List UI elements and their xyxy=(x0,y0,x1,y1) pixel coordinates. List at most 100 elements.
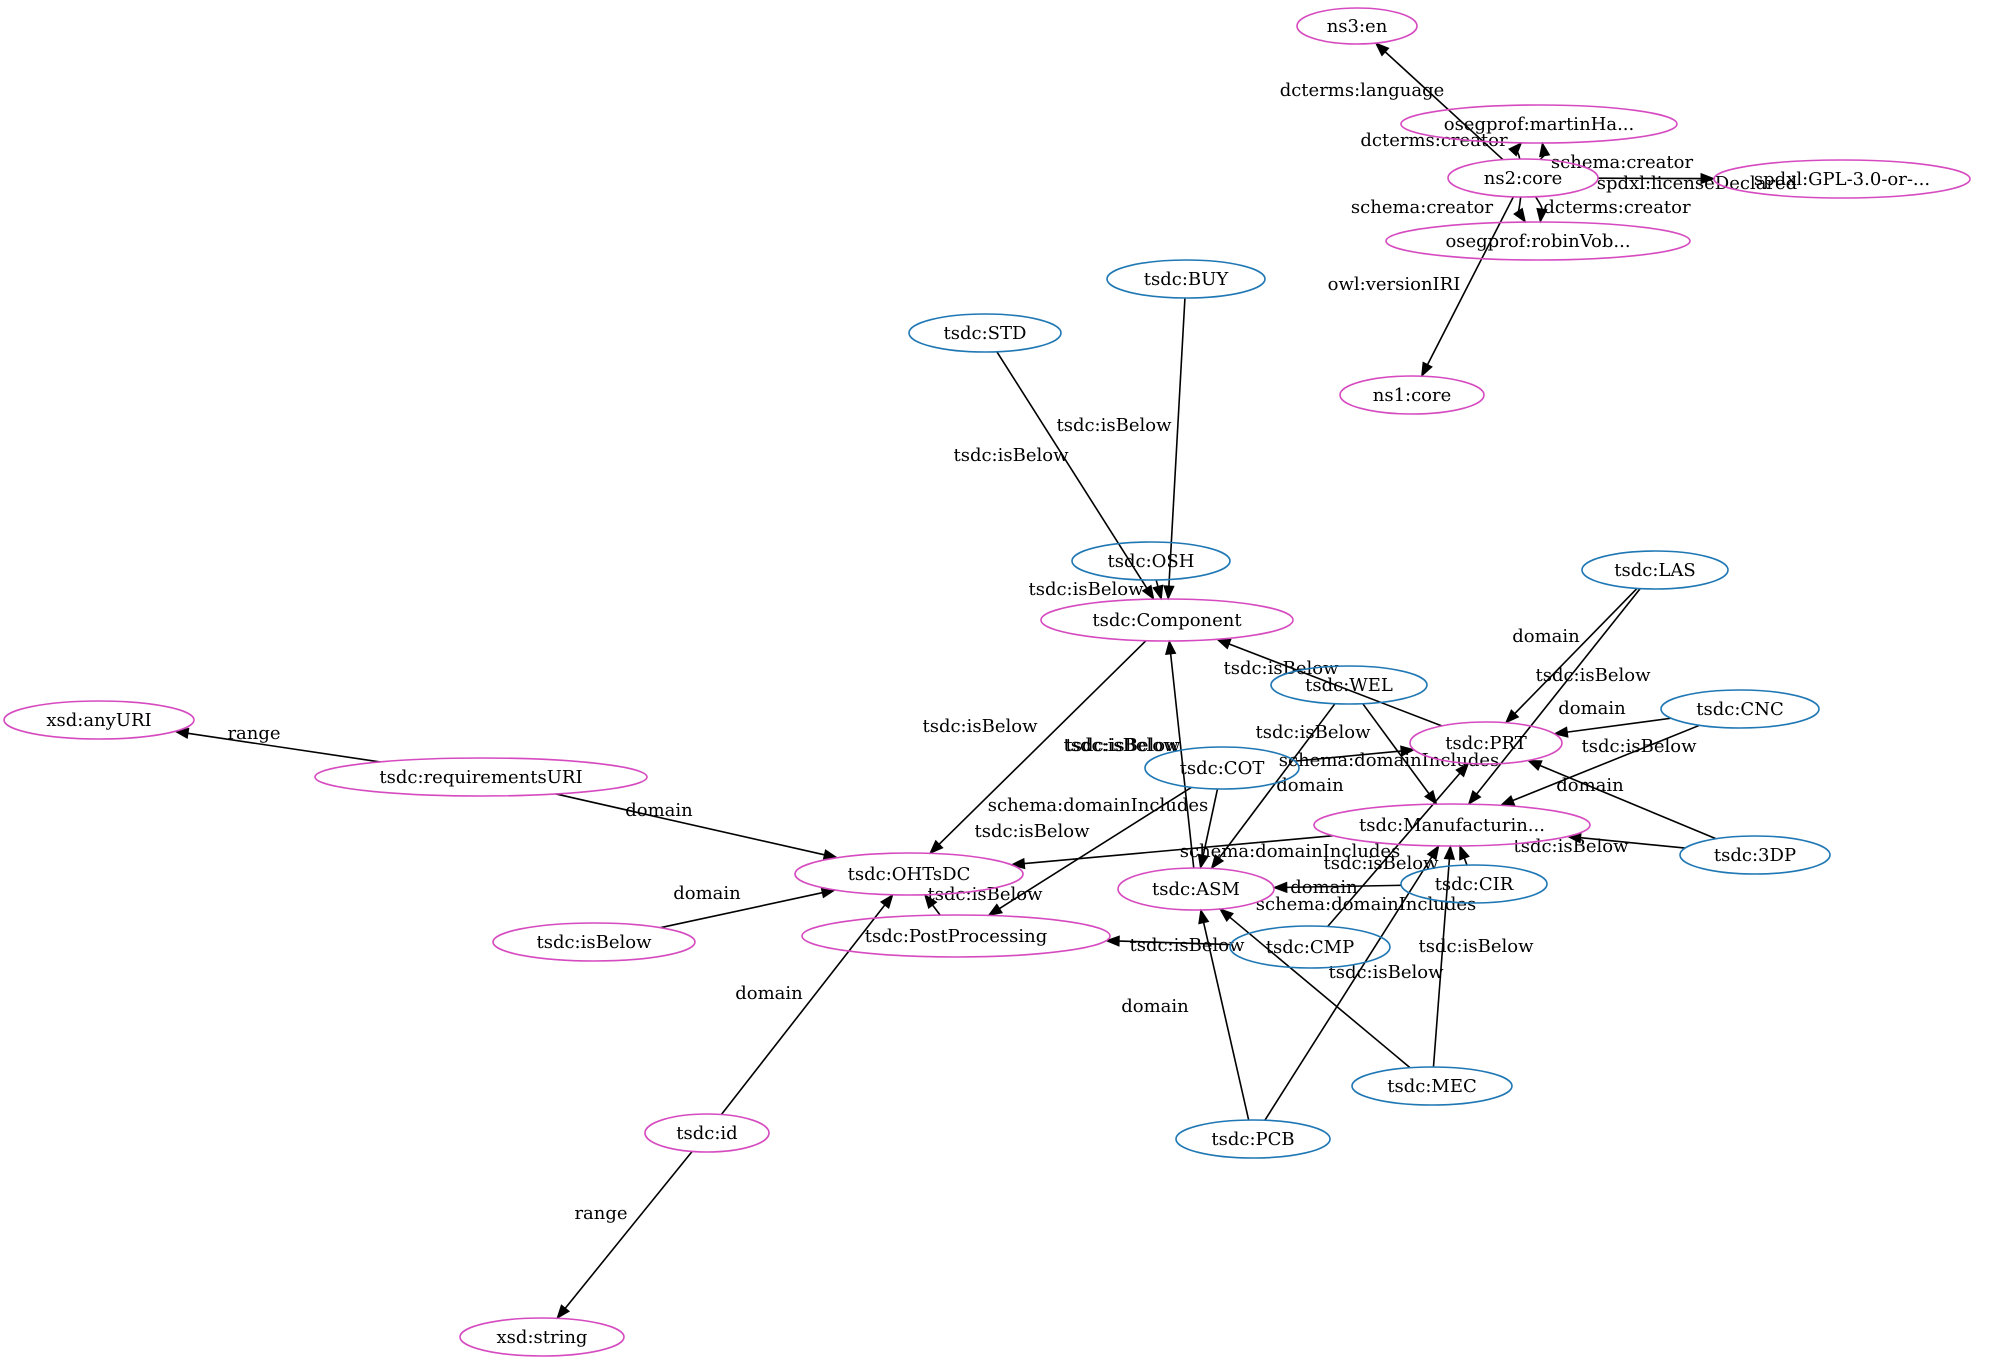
node-label: tsdc:CNC xyxy=(1696,699,1783,720)
node-component: tsdc:Component xyxy=(1040,598,1294,642)
arrowhead xyxy=(1459,844,1470,861)
edge-cot-to-prt: tsdc:isBelow xyxy=(1063,735,1416,762)
arrowhead xyxy=(1374,42,1390,57)
node-label: spdxl:GPL-3.0-or-... xyxy=(1754,169,1930,190)
node-ellipse xyxy=(1660,689,1820,729)
node-label: xsd:string xyxy=(497,1327,588,1348)
edge-label-tsdc-isbelow: tsdc:isBelow xyxy=(1065,735,1181,756)
node-ellipse xyxy=(1040,598,1294,642)
node-ellipse xyxy=(794,852,1024,896)
edge-line xyxy=(1517,196,1522,213)
edge-cot-to-asm: domain xyxy=(1197,775,1344,870)
edge-label-spdxl-licensedeclared: spdxl:licenseDeclared xyxy=(1597,173,1797,194)
arrowhead xyxy=(1165,639,1177,656)
node-ellipse xyxy=(644,1113,770,1153)
edge-line xyxy=(1119,940,1231,946)
arrowhead xyxy=(987,903,1003,917)
arrowhead xyxy=(1553,726,1569,738)
node-label: tsdc:COT xyxy=(1180,758,1265,779)
edge-id-to-string: range xyxy=(556,1150,693,1320)
node-label: tsdc:3DP xyxy=(1714,845,1796,866)
edges-layer: dcterms:languagedcterms:creatorschema:cr… xyxy=(173,42,1797,1320)
edge-wel-to-asm: tsdc:isBelow xyxy=(1210,703,1371,870)
edge-tdp-to-manu: tsdc:isBelow xyxy=(1513,832,1686,857)
node-label: tsdc:requirementsURI xyxy=(379,767,582,788)
node-label: tsdc:CIR xyxy=(1435,874,1514,895)
edge-las-to-manu: domain xyxy=(1467,588,1641,806)
node-label: tsdc:PCB xyxy=(1211,1129,1294,1150)
edge-label-tsdc-isbelow: tsdc:isBelow xyxy=(1328,962,1444,983)
arrowhead xyxy=(1526,759,1543,771)
node-ellipse xyxy=(1071,541,1231,581)
arrowhead xyxy=(1536,207,1548,224)
node-label: tsdc:PRT xyxy=(1445,733,1527,754)
edge-line xyxy=(1432,858,1451,1068)
node-ellipse xyxy=(1175,1119,1331,1159)
node-ns1-core: ns1:core xyxy=(1339,375,1485,415)
edge-label-domain: domain xyxy=(1121,996,1189,1017)
edge-label-tsdc-isbelow: tsdc:isBelow xyxy=(1028,579,1144,600)
node-ellipse xyxy=(1270,665,1428,705)
node-ellipse xyxy=(1400,864,1548,904)
edge-mec-to-asm: schema:domainIncludes xyxy=(1218,894,1476,1069)
arrowhead xyxy=(1215,638,1232,650)
edge-label-tsdc-isbelow: tsdc:isBelow xyxy=(927,884,1043,905)
edge-label-range: range xyxy=(227,723,280,744)
edge-line xyxy=(1476,588,1641,795)
arrowhead xyxy=(923,893,938,910)
edge-label-domain: domain xyxy=(1512,626,1580,647)
node-anyuri: xsd:anyURI xyxy=(3,700,195,740)
node-wel: tsdc:WEL xyxy=(1270,665,1428,705)
node-label: osegprof:martinHa... xyxy=(1444,114,1635,135)
edge-ns2-core-to-ns1-core: owl:versionIRI xyxy=(1328,196,1515,378)
node-las: tsdc:LAS xyxy=(1581,550,1729,590)
edge-label-dcterms-creator: dcterms:creator xyxy=(1543,197,1691,218)
node-gpl: spdxl:GPL-3.0-or-... xyxy=(1713,159,1971,199)
edge-line xyxy=(1539,764,1717,840)
node-manu: tsdc:Manufacturin... xyxy=(1313,803,1591,847)
edge-pcb-to-asm: domain xyxy=(1121,908,1250,1121)
arrowhead xyxy=(1508,141,1523,157)
arrowhead xyxy=(1467,790,1482,806)
arrowhead xyxy=(1104,935,1120,947)
node-cmp: tsdc:CMP xyxy=(1229,925,1391,969)
edge-buy-to-component: tsdc:isBelow xyxy=(1056,297,1186,601)
edge-prt-to-component: tsdc:isBelow xyxy=(1215,638,1443,727)
node-label: tsdc:OSH xyxy=(1108,551,1195,572)
node-id: tsdc:id xyxy=(644,1113,770,1153)
arrowhead xyxy=(1218,908,1234,923)
node-ellipse xyxy=(1351,1066,1513,1106)
node-ellipse xyxy=(1296,7,1418,45)
edge-line xyxy=(996,351,1148,589)
edge-line xyxy=(1228,643,1443,727)
arrowhead xyxy=(556,1304,571,1320)
node-buy: tsdc:BUY xyxy=(1106,259,1266,299)
edge-line xyxy=(1024,834,1334,865)
node-label: xsd:anyURI xyxy=(46,710,151,731)
edge-cir-to-asm: schema:domainIncludes xyxy=(1180,841,1402,894)
node-cnc: tsdc:CNC xyxy=(1660,689,1820,729)
node-label: tsdc:WEL xyxy=(1305,675,1393,696)
node-ellipse xyxy=(1117,867,1275,911)
edge-line xyxy=(1218,703,1336,859)
edge-label-schema-domainincludes: schema:domainIncludes xyxy=(1180,841,1400,862)
edge-label-tsdc-isbelow: tsdc:isBelow xyxy=(1129,935,1245,956)
arrowhead xyxy=(1513,207,1527,224)
node-label: ns3:en xyxy=(1327,16,1388,37)
node-label: ns2:core xyxy=(1484,168,1563,189)
edge-requri-to-anyuri: range xyxy=(173,723,381,763)
node-ns3-en: ns3:en xyxy=(1296,7,1418,45)
edge-line xyxy=(1169,653,1195,869)
node-label: tsdc:PostProcessing xyxy=(865,926,1047,947)
arrowhead xyxy=(1443,844,1456,860)
node-label: tsdc:isBelow xyxy=(536,932,652,953)
node-ellipse xyxy=(1679,835,1831,875)
edge-label-schema-creator: schema:creator xyxy=(1551,152,1694,173)
node-label: tsdc:STD xyxy=(944,323,1027,344)
arrowhead xyxy=(1499,794,1516,806)
node-ellipse xyxy=(3,700,195,740)
edge-label-tsdc-isbelow: tsdc:isBelow xyxy=(1063,735,1179,756)
edge-cmp-to-post: tsdc:isBelow xyxy=(1104,935,1245,956)
edge-asm-to-component: tsdc:isBelow xyxy=(1065,639,1195,869)
